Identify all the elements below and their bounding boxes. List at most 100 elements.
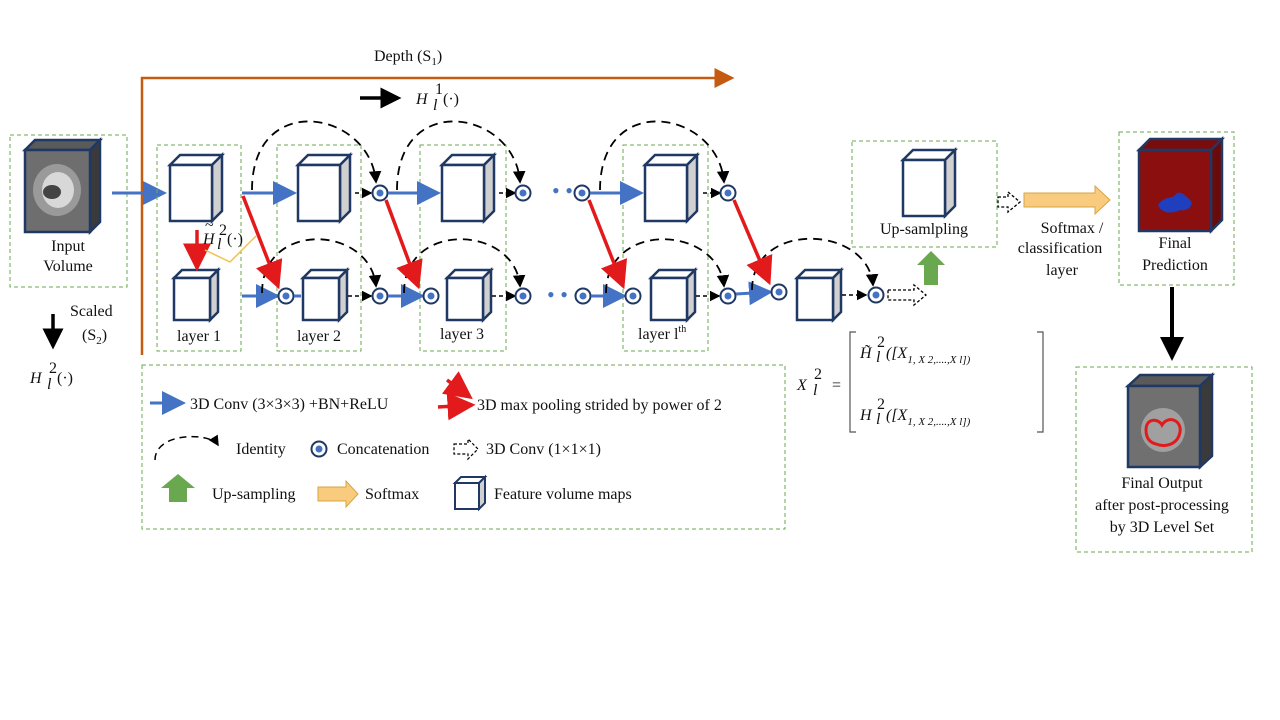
legend-concat-icon <box>310 440 328 458</box>
equation-x2: X 2 l = H̃ 2 l ([X1, X 2,....,X l]) H 2 … <box>796 331 1044 433</box>
svg-text:2: 2 <box>814 366 822 383</box>
legend-pool-label: 3D max pooling strided by power of 2 <box>477 397 722 414</box>
depth-label: Depth (S1) <box>374 48 442 68</box>
svg-text:Volume: Volume <box>43 258 92 275</box>
input-volume-image <box>21 136 104 236</box>
svg-text:H: H <box>415 91 429 108</box>
softmax-arrow <box>1023 184 1111 216</box>
legend-cube-icon <box>452 474 488 512</box>
feature-cube <box>440 153 496 223</box>
feature-cube <box>168 153 224 223</box>
concat-node <box>371 287 389 305</box>
svg-text:=: = <box>832 377 841 394</box>
layer-l-block: layer lth <box>622 144 709 352</box>
svg-text:2: 2 <box>877 334 885 351</box>
svg-text:Prediction: Prediction <box>1142 257 1208 274</box>
h2tilde-label: H ~ 2 l (·) <box>202 217 257 263</box>
feature-cube <box>795 268 843 322</box>
concat-node <box>371 184 389 202</box>
svg-text:([X1, X 2,....,X l]): ([X1, X 2,....,X l]) <box>886 407 971 428</box>
legend-box <box>141 364 786 530</box>
svg-text:classification: classification <box>1018 240 1102 257</box>
legend-pool-arrow <box>441 371 473 400</box>
svg-text:2: 2 <box>877 396 885 413</box>
legend-upsample-arrow <box>161 474 195 502</box>
layer-2-label: layer 2 <box>297 328 341 345</box>
layer-2-block: layer 2 <box>276 144 362 352</box>
concat-node <box>719 184 737 202</box>
feature-cube <box>643 153 699 223</box>
input-volume-box <box>9 134 128 288</box>
layer-1-label: layer 1 <box>177 328 221 345</box>
concat-node <box>573 184 591 202</box>
h1-operator-label: H 1 l (·) <box>360 81 459 114</box>
svg-text:H: H <box>29 370 43 387</box>
final-output-node: Final Output after post-processing by 3D… <box>1075 366 1253 553</box>
concat-node <box>277 287 295 305</box>
svg-text:Softmax /: Softmax / <box>1041 220 1104 237</box>
depth-axis: Depth (S1) <box>140 48 735 355</box>
scaled-axis: Scaled (S2) H 2 l (·) <box>29 303 113 393</box>
feature-cube <box>296 153 352 223</box>
svg-text:by 3D Level Set: by 3D Level Set <box>1110 519 1215 536</box>
concat-node <box>514 184 532 202</box>
softmax-label: Softmax / classification layer <box>1018 220 1104 279</box>
legend-softmax-arrow <box>317 479 359 509</box>
svg-text:after post-processing: after post-processing <box>1095 497 1229 514</box>
pool-arrows <box>241 195 773 290</box>
concat-node <box>514 287 532 305</box>
identity-arcs-top <box>251 120 730 191</box>
layer-3-label: layer 3 <box>440 326 484 343</box>
bottom-row-flow: • • • <box>242 281 885 308</box>
legend-upsampling-label: Up-sampling <box>212 486 296 503</box>
svg-text:(·): (·) <box>227 231 243 248</box>
svg-text:layer: layer <box>1046 262 1079 279</box>
legend-conv1-arrow <box>453 437 479 461</box>
input-volume-label: Input <box>51 238 85 255</box>
upsample-arrow <box>917 251 945 285</box>
svg-text:1: 1 <box>435 81 443 98</box>
concat-node <box>867 286 885 304</box>
legend-conv1-label: 3D Conv (1×1×1) <box>486 441 601 458</box>
conv1-arrows <box>887 190 1022 307</box>
svg-text:l: l <box>433 97 438 114</box>
legend-softmax-label: Softmax <box>365 486 419 503</box>
svg-text:(·): (·) <box>443 91 459 108</box>
svg-text:l: l <box>876 349 881 366</box>
svg-text:(S2): (S2) <box>82 327 107 347</box>
feature-cube <box>301 268 349 322</box>
svg-text:(·): (·) <box>57 370 73 387</box>
svg-text:2: 2 <box>49 360 57 377</box>
feature-cube <box>172 268 220 322</box>
concat-node <box>770 283 788 301</box>
upsampling-block: Up-samlpling <box>851 140 998 248</box>
upsampling-label: Up-samlpling <box>880 221 968 238</box>
legend: 3D Conv (3×3×3) +BN+ReLU 3D max pooling … <box>141 364 786 530</box>
svg-text:l: l <box>876 411 881 428</box>
svg-text:H̃: H̃ <box>859 344 873 362</box>
final-prediction-node: Final Prediction <box>1118 131 1235 286</box>
concat-node <box>719 287 737 305</box>
svg-text:2: 2 <box>219 222 227 239</box>
top-row-flow: • • • <box>242 178 737 205</box>
layer-3-block: layer 3 <box>419 144 507 352</box>
concat-node <box>624 287 642 305</box>
layer-l-label: layer lth <box>638 324 686 343</box>
feature-cube <box>649 268 697 322</box>
legend-feature-label: Feature volume maps <box>494 486 632 503</box>
svg-text:H: H <box>202 231 216 248</box>
svg-text:l: l <box>217 236 222 253</box>
legend-conv-label: 3D Conv (3×3×3) +BN+ReLU <box>190 396 389 413</box>
concat-node <box>422 287 440 305</box>
svg-text:X: X <box>796 377 808 394</box>
legend-identity-label: Identity <box>236 441 286 458</box>
feature-cube <box>901 148 957 218</box>
depth-arrow <box>140 68 735 355</box>
layer-1-block: layer 1 <box>156 144 242 352</box>
input-volume-node: Input Volume <box>9 134 128 288</box>
final-prediction-label: Final <box>1159 235 1192 252</box>
legend-identity-arc <box>154 434 219 461</box>
legend-concat-label: Concatenation <box>337 441 429 458</box>
concat-node <box>574 287 592 305</box>
